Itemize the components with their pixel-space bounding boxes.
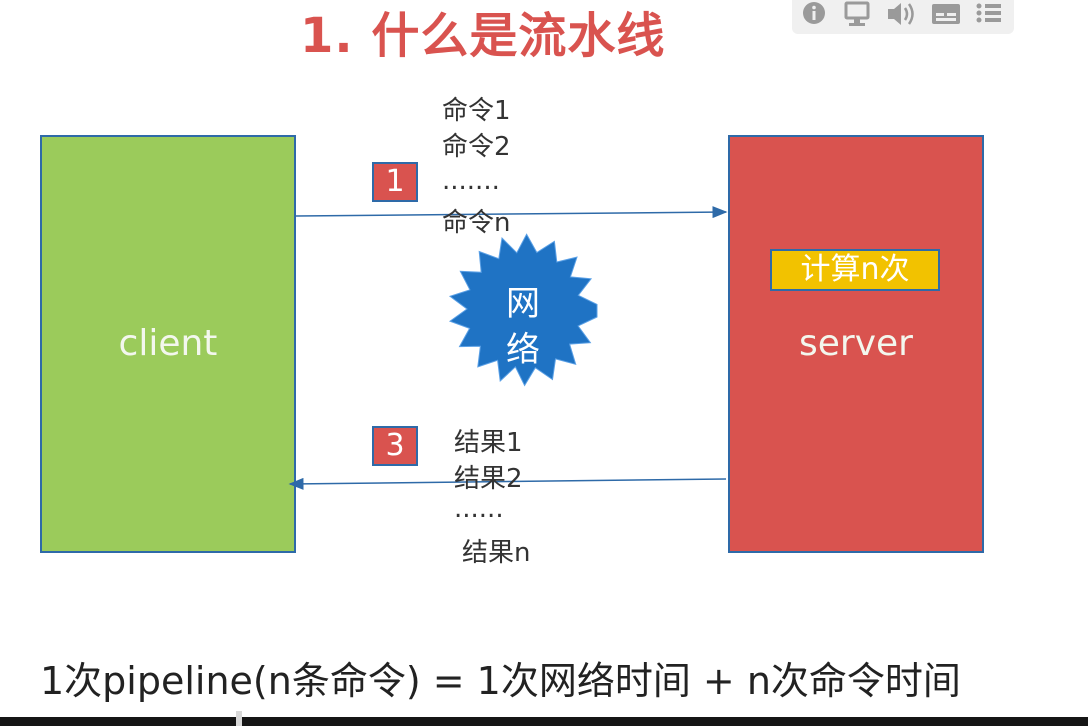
command-2: 命令2 [442,132,511,162]
result-1: 结果1 [454,428,523,458]
monitor-icon[interactable] [844,1,870,26]
step-1-badge: 1 [372,162,418,202]
info-icon[interactable] [803,2,825,24]
pipeline-formula: 1次pipeline(n条命令) = 1次网络时间 + n次命令时间 [40,659,961,703]
result-ellipsis: ...... [454,494,504,524]
result-2: 结果2 [454,464,523,494]
video-progress-handle[interactable] [236,711,242,726]
network-label-line2: 络 [506,330,540,370]
response-arrow [288,477,727,490]
player-toolbar [792,0,1014,34]
step-3-badge: 3 [372,426,418,466]
request-arrow [295,206,728,219]
network-burst-shape [448,233,598,387]
command-n: 命令n [442,208,511,238]
video-progress-bar[interactable] [0,717,1088,726]
compute-badge: 计算n次 [770,249,940,291]
command-1: 命令1 [442,96,511,126]
server-label: server [799,323,913,364]
command-ellipsis: ....... [442,166,500,196]
result-n: 结果n [462,538,531,568]
volume-icon[interactable] [888,3,914,25]
client-box: client [40,135,296,553]
client-label: client [118,323,218,364]
subtitles-icon[interactable] [932,4,960,24]
server-box: 计算n次 server [728,135,984,553]
network-label-line1: 网 [506,284,540,324]
list-icon[interactable] [976,3,1002,23]
slide-title: 1. 什么是流水线 [300,8,666,64]
